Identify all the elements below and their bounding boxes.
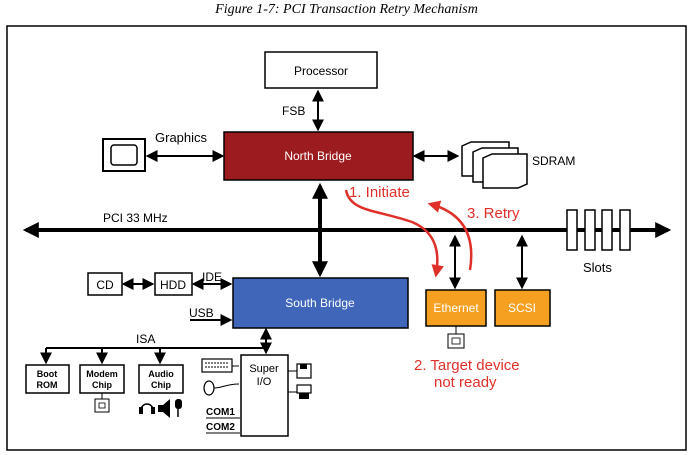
ethernet-port-icon [447, 326, 465, 349]
south-bridge-block: South Bridge [232, 277, 409, 329]
super-io-label-2: I/O [257, 376, 272, 388]
fsb-label: FSB [282, 104, 305, 118]
super-io-block: Super I/O [240, 354, 289, 437]
boot-rom-label-1: Boot [37, 369, 58, 379]
scsi-label: SCSI [508, 301, 536, 315]
ethernet-block: Ethernet [425, 289, 487, 327]
pci-slots-icon [566, 209, 631, 251]
step1-label: 1. Initiate [349, 184, 410, 201]
mouse-icon [203, 380, 240, 396]
com1-label: COM1 [206, 407, 235, 418]
hdd-block: HDD [154, 272, 193, 296]
audio-chip-label-2: Chip [151, 380, 171, 390]
floppy-icon [296, 363, 312, 379]
graphics-label: Graphics [155, 130, 208, 145]
step2-label-line1: 2. Target device [414, 357, 520, 374]
phone-jack-icon [94, 393, 110, 413]
boot-rom-label-2: ROM [37, 380, 58, 390]
slots-label: Slots [583, 260, 612, 275]
modem-chip-label-2: Chip [92, 380, 112, 390]
south-bridge-label: South Bridge [285, 296, 355, 310]
processor-block: Processor [264, 51, 378, 89]
isa-label: ISA [136, 332, 155, 346]
retry-arrow [427, 200, 473, 271]
step2-label-line2: not ready [434, 374, 497, 391]
printer-icon [296, 384, 312, 399]
figure-caption: Figure 1-7: PCI Transaction Retry Mechan… [215, 2, 478, 17]
initiate-arrow [344, 189, 444, 278]
step3-label: 3. Retry [467, 205, 520, 222]
cd-label: CD [96, 278, 114, 292]
modem-chip-block: Modem Chip [79, 364, 125, 394]
sdram-modules-icon [461, 141, 528, 189]
cd-block: CD [87, 272, 123, 296]
microphone-icon [175, 399, 182, 417]
boot-rom-block: Boot ROM [25, 364, 70, 394]
ide-label: IDE [202, 270, 222, 284]
modem-chip-label-1: Modem [86, 369, 118, 379]
headphones-icon [139, 403, 155, 414]
north-bridge-block: North Bridge [223, 131, 414, 181]
hdd-label: HDD [160, 278, 186, 292]
monitor-icon [102, 138, 146, 172]
processor-label: Processor [294, 64, 348, 78]
pci-bus-label: PCI 33 MHz [103, 211, 168, 225]
keyboard-icon [201, 358, 233, 373]
usb-label: USB [189, 306, 214, 320]
ethernet-label: Ethernet [433, 301, 479, 315]
scsi-block: SCSI [494, 289, 551, 327]
com2-label: COM2 [206, 422, 235, 433]
audio-chip-block: Audio Chip [138, 364, 184, 394]
north-bridge-label: North Bridge [284, 149, 352, 163]
audio-chip-label-1: Audio [148, 369, 174, 379]
sdram-label: SDRAM [532, 154, 575, 168]
super-io-label-1: Super [249, 363, 279, 375]
speaker-icon [158, 399, 170, 418]
figure-frame [6, 25, 687, 451]
